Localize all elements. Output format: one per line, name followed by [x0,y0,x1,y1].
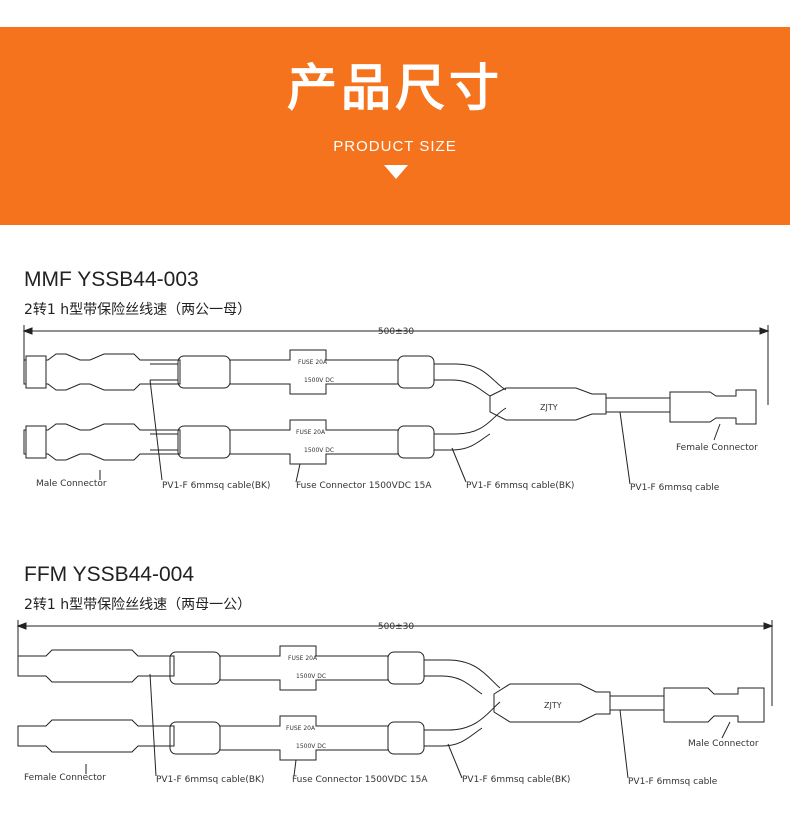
fuse-top-label: FUSE 20A [298,359,328,366]
fuse-top-label: FUSE 20A [296,429,326,436]
label-fuse: Fuse Connector 1500VDC 15A [292,775,428,785]
header-banner [0,27,790,225]
fuse-voltage-label: 1500V DC [304,377,334,384]
fuse-voltage-label: 1500V DC [296,673,326,680]
label-cable-1: PV1-F 6mmsq cable(BK) [156,775,264,785]
banner-title: 产品尺寸 [287,59,503,117]
fuse-top-label: FUSE 20A [286,725,316,732]
label-left-connector: Female Connector [24,773,106,783]
label-fuse: Fuse Connector 1500VDC 15A [296,481,432,491]
fuse-voltage-label: 1500V DC [304,447,334,454]
label-right-connector: Female Connector [676,443,758,453]
product-model: MMF YSSB44-003 [24,268,199,291]
label-right-connector: Male Connector [688,739,759,749]
branch-top [23,349,507,397]
right-connector [669,389,757,425]
brand-mark: ZJTY [544,701,562,710]
label-left-connector: Male Connector [36,479,107,489]
label-cable-3: PV1-F 6mmsq cable [628,777,718,787]
label-cable-2: PV1-F 6mmsq cable(BK) [462,775,570,785]
dimension-label: 500±30 [378,622,414,632]
branch-bottom [23,407,507,465]
fuse-top-label: FUSE 20A [288,655,318,662]
cable-diagram: 500±30 FUSE 20A 1500V DC FUSE 20A 1500V … [16,620,774,787]
label-cable-1: PV1-F 6mmsq cable(BK) [162,481,270,491]
fuse-voltage-label: 1500V DC [296,743,326,750]
banner-subtitle: PRODUCT SIZE [333,138,457,155]
branch-bottom [17,701,501,761]
y-junction [493,683,611,723]
y-junction [489,387,607,421]
product-description: 2转1 h型带保险丝线速（两母一公） [24,597,252,613]
product-description: 2转1 h型带保险丝线速（两公一母） [24,302,252,318]
cable-diagram: 500±30 FUSE 20A 1500V DC FUSE 20A 1500V … [22,325,770,493]
branch-top [17,645,501,695]
product-model: FFM YSSB44-004 [24,563,195,586]
down-arrow-icon [384,165,408,179]
label-cable-3: PV1-F 6mmsq cable [630,483,720,493]
label-cable-2: PV1-F 6mmsq cable(BK) [466,481,574,491]
right-connector [663,687,765,723]
brand-mark: ZJTY [540,403,558,412]
dimension-label: 500±30 [378,327,414,337]
